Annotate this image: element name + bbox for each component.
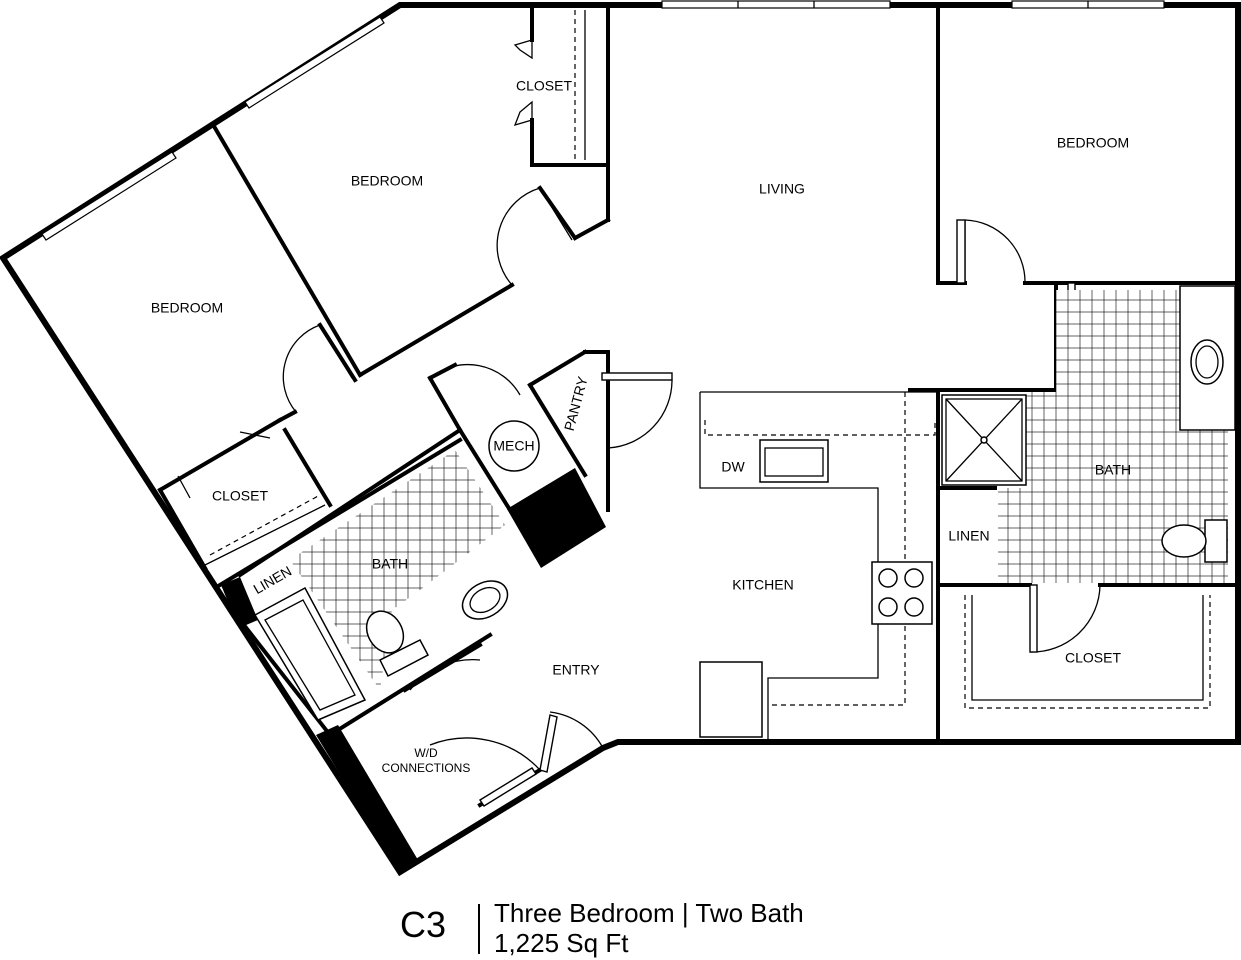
label-living: LIVING — [759, 181, 805, 197]
label-mech: MECH — [493, 438, 534, 454]
label-bath-left: BATH — [372, 556, 408, 572]
caption-divider — [478, 904, 480, 954]
exterior-wall — [0, 2, 1241, 877]
label-bedroom-middle: BEDROOM — [351, 173, 423, 189]
left-bathtub — [253, 586, 367, 721]
shower-stall — [941, 394, 1027, 486]
solid-wall-south — [316, 725, 418, 872]
label-kitchen: KITCHEN — [732, 577, 793, 593]
label-closet-right: CLOSET — [1065, 650, 1121, 666]
label-wd-line1: W/D — [414, 746, 438, 760]
solid-wall-bath — [221, 577, 258, 628]
label-bath-right: BATH — [1095, 462, 1131, 478]
windows — [41, 0, 1165, 241]
label-dw: DW — [721, 459, 745, 475]
left-toilet — [365, 610, 430, 678]
label-linen-left: LINEN — [250, 563, 294, 597]
label-entry: ENTRY — [552, 662, 600, 678]
right-vanity — [1179, 285, 1236, 431]
label-closet-top: CLOSET — [516, 78, 572, 94]
plan-code: C3 — [400, 904, 447, 945]
label-pantry: PANTRY — [561, 374, 591, 432]
closet-shelves — [204, 10, 1211, 709]
left-sink — [461, 580, 509, 620]
label-closet-left: CLOSET — [212, 488, 268, 504]
kitchen-counters — [699, 391, 938, 742]
label-bedroom-left: BEDROOM — [151, 300, 223, 316]
square-feet: 1,225 Sq Ft — [494, 928, 629, 958]
solid-wall-mech — [507, 468, 606, 568]
right-toilet — [1161, 519, 1228, 563]
label-wd-line2: CONNECTIONS — [382, 761, 471, 775]
label-linen-right: LINEN — [948, 528, 989, 544]
mech-unit — [488, 420, 540, 472]
unit-type: Three Bedroom | Two Bath — [494, 898, 804, 928]
label-bedroom-right: BEDROOM — [1057, 135, 1129, 151]
